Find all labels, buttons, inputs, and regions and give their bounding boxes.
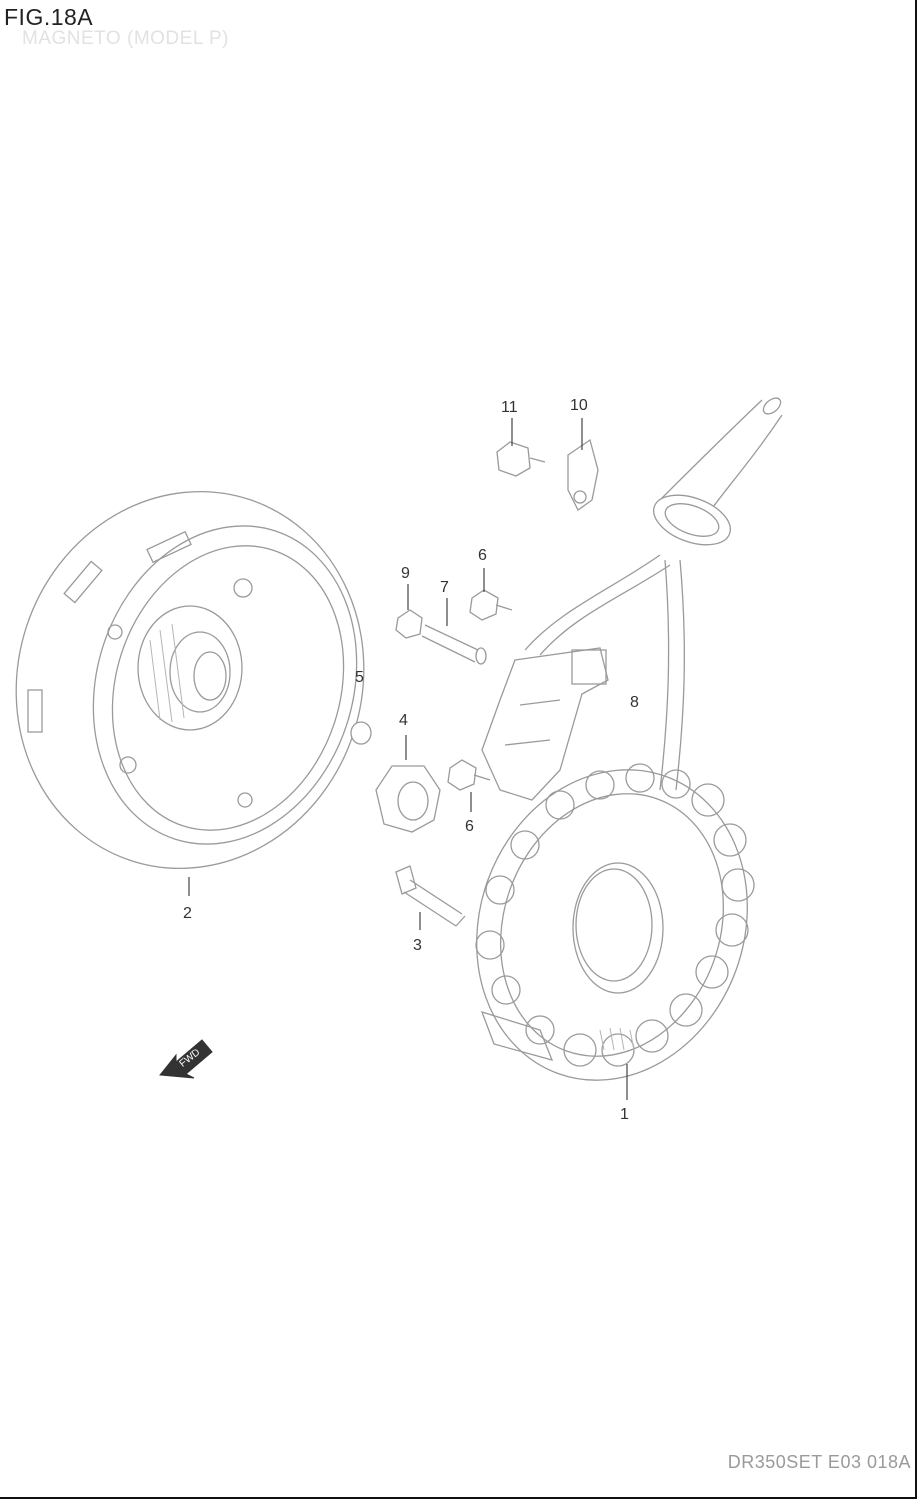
stator-screw-lower (447, 759, 491, 791)
callout-4: 4 (399, 712, 408, 729)
callout-7: 7 (440, 579, 449, 596)
callout-8: 8 (630, 694, 639, 711)
lead-wire-harness (524, 397, 783, 791)
forward-direction-arrow: FWD (159, 1039, 213, 1079)
rotor-bolt (395, 865, 466, 927)
callout-6-lower: 6 (465, 818, 474, 835)
stator-assembly (475, 763, 755, 1081)
callout-3: 3 (413, 937, 422, 954)
figure-title: FIG.18A (4, 4, 94, 30)
callout-11: 11 (501, 399, 518, 416)
callout-1: 1 (620, 1106, 629, 1123)
callout-9: 9 (401, 565, 410, 582)
pickup-washer (421, 624, 487, 665)
document-code: DR350SET E03 018A (727, 1452, 911, 1472)
rotor-nut (375, 765, 441, 833)
pickup-screw (395, 609, 423, 639)
pickup-coil (481, 647, 609, 801)
callout-2: 2 (183, 905, 192, 922)
callout-10: 10 (570, 397, 588, 414)
clamp-bolt (496, 441, 546, 477)
callout-5: 5 (355, 669, 364, 686)
woodruff-key (350, 721, 372, 745)
figure-subtitle: MAGNETO (MODEL P) (22, 28, 229, 49)
callout-6-upper: 6 (478, 547, 487, 564)
wire-clamp (567, 438, 599, 511)
stator-screw-upper (469, 589, 513, 621)
flywheel-rotor (15, 490, 365, 870)
